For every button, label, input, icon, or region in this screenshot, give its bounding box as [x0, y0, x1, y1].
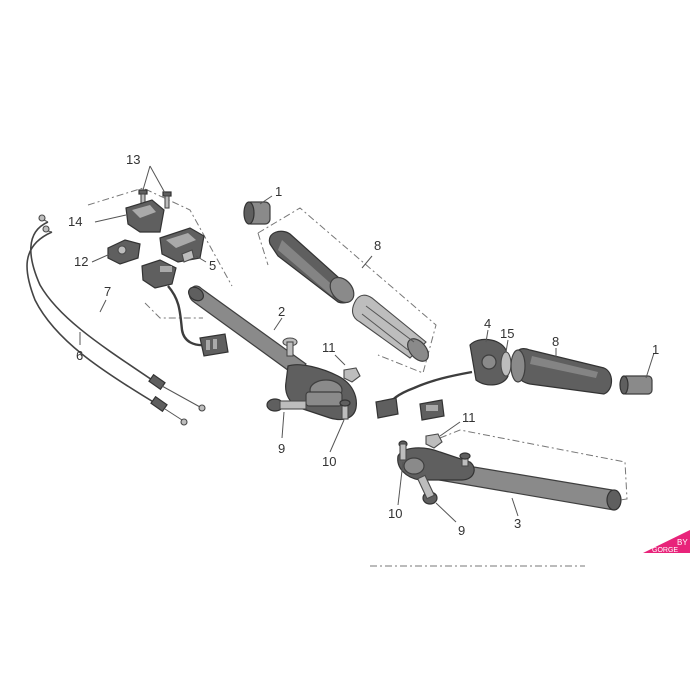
clip-on-handlebar-3: [397, 447, 622, 511]
bar-end-weight-1-top: [243, 201, 271, 225]
bolt-9-right: [416, 474, 438, 505]
watermark-bottom-text: GORGE: [652, 547, 678, 554]
callout-11-right: 11: [462, 410, 476, 425]
pin-10-left: [339, 399, 351, 420]
callout-9-right: 9: [458, 523, 465, 538]
callout-12: 12: [74, 254, 88, 269]
callout-14: 14: [68, 214, 82, 229]
callout-9-left: 9: [278, 441, 285, 456]
throttle-cable-7: [30, 217, 206, 412]
bolt-9-left: [266, 398, 307, 412]
nut-11-left: [343, 367, 361, 383]
grip-8-right: [510, 348, 613, 395]
callout-4: 4: [484, 316, 491, 331]
throttle-housing-14: [125, 199, 165, 233]
grip-8-top: [268, 230, 355, 304]
callout-10-left: 10: [322, 454, 336, 469]
callout-8-right: 8: [552, 334, 559, 349]
callout-1-right: 1: [652, 342, 659, 357]
callout-15: 15: [500, 326, 514, 341]
callout-7: 7: [104, 284, 111, 299]
callout-5: 5: [209, 258, 216, 273]
bar-end-weight-1-right: [619, 375, 653, 395]
callout-11-left: 11: [322, 340, 336, 355]
screw-13b: [162, 191, 172, 209]
throttle-cable-6: [26, 229, 188, 426]
callout-3: 3: [514, 516, 521, 531]
left-group-boundary: [87, 187, 233, 319]
cable-end-fitting: [42, 225, 50, 233]
right-clipon-group-boundary: [370, 429, 628, 567]
watermark-logo: BY GORGE: [643, 530, 690, 554]
throttle-wiring: [167, 285, 229, 357]
callout-13: 13: [126, 152, 140, 167]
cable-end-fitting: [38, 214, 46, 222]
callout-10-right: 10: [388, 506, 402, 521]
right-switch-wiring: [375, 370, 473, 421]
callout-8-top: 8: [374, 238, 381, 253]
nut-11-right: [425, 433, 443, 449]
o-ring-15: [500, 351, 512, 377]
switch-housing-4: [469, 338, 509, 386]
callout-2: 2: [278, 304, 285, 319]
right-grip-group-boundary: [257, 207, 437, 374]
callout-1-top: 1: [275, 184, 282, 199]
throttle-grip-sleeve: [351, 294, 429, 362]
pin-10-right: [398, 440, 408, 461]
throttle-connector-12: [107, 239, 177, 289]
screw-part-3: [459, 452, 471, 467]
callout-6: 6: [76, 348, 83, 363]
watermark-top-text: BY: [677, 538, 688, 547]
leader-lines: [79, 165, 655, 523]
screw-part-2: [282, 337, 298, 357]
